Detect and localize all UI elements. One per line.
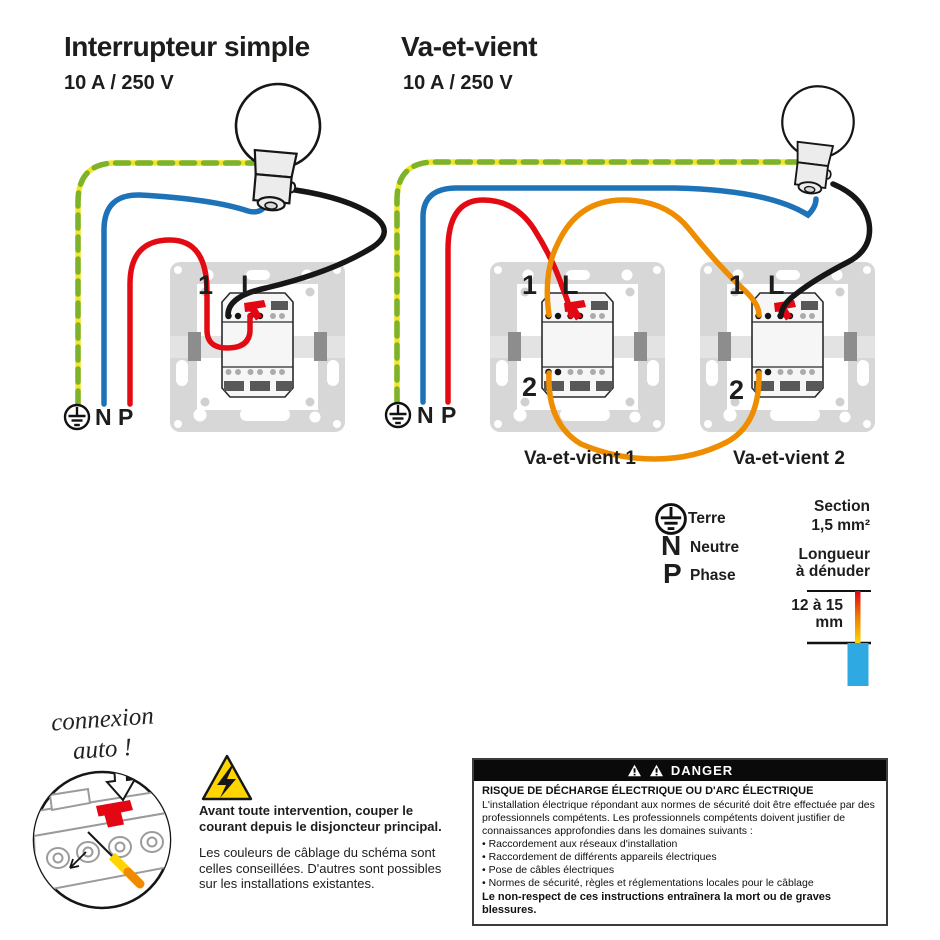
neutral-label-simple: N xyxy=(95,404,112,430)
notice-wire-colors: Les couleurs de câblage du schéma sont c… xyxy=(199,845,442,892)
danger-body: RISQUE DE DÉCHARGE ÉLECTRIQUE OU D'ARC É… xyxy=(474,781,886,924)
danger-triangle-icon xyxy=(627,764,641,777)
wires-vav xyxy=(394,159,873,462)
danger-header-label: DANGER xyxy=(670,763,734,778)
rating-simple: 10 A / 250 V xyxy=(64,72,174,94)
earth-symbol-simple xyxy=(63,403,91,431)
caption-vav2: Va-et-vient 2 xyxy=(733,448,845,469)
legend-n: N xyxy=(661,530,682,561)
shuttle-wire-2 xyxy=(546,370,762,462)
terminal-label-1-vav2: 1 xyxy=(729,270,745,300)
push-arrow xyxy=(104,772,137,802)
earth-wire-vav-stripes xyxy=(394,159,801,405)
terminal-label-1-vav1: 1 xyxy=(522,270,538,300)
shuttle-wire-1 xyxy=(544,197,762,318)
legend-neutre: Neutre xyxy=(690,539,740,556)
terminal-label-1-simple: 1 xyxy=(198,270,214,300)
legend-p: P xyxy=(663,558,682,589)
phase-label-vav: P xyxy=(441,402,457,428)
legend-denuder-1: Longueur xyxy=(798,546,870,563)
danger-bullet-list: Raccordement aux réseaux d'installation … xyxy=(482,838,878,890)
terminal-label-l-vav1: L xyxy=(562,270,579,300)
danger-bullet: Pose de câbles électriques xyxy=(482,864,878,877)
legend-strip-length-1: 12 à 15 xyxy=(791,597,843,614)
earth-wire-simple-stripes xyxy=(75,160,257,407)
legend-strip-length-2: mm xyxy=(815,614,843,631)
danger-box: DANGER RISQUE DE DÉCHARGE ÉLECTRIQUE OU … xyxy=(472,758,888,926)
title-vav: Va-et-vient xyxy=(401,31,538,62)
phase-label-simple: P xyxy=(118,404,134,430)
title-simple: Interrupteur simple xyxy=(64,31,310,62)
danger-header: DANGER xyxy=(474,760,886,781)
terminal-label-2-vav2: 2 xyxy=(729,375,745,405)
phase-wire-vav xyxy=(445,197,574,405)
insulated-wire xyxy=(847,643,869,686)
terminal-label-l-simple: L xyxy=(241,270,258,300)
neutral-wire-simple xyxy=(101,192,270,407)
notice-cut-power: Avant toute intervention, couper le cour… xyxy=(199,803,442,834)
light-bulb-vav xyxy=(772,81,859,199)
warning-triangle-icon xyxy=(201,754,253,801)
neutral-wire-vav xyxy=(420,185,819,405)
legend-denuder-2: à dénuder xyxy=(795,563,870,580)
auto-connection-figure xyxy=(32,770,172,910)
danger-bullet: Raccordement aux réseaux d'installation xyxy=(482,838,878,851)
danger-footer: Le non-respect de ces instructions entra… xyxy=(482,890,832,917)
strip-length-figure xyxy=(807,590,871,686)
earth-symbol-vav xyxy=(384,401,412,429)
legend-section-2: 1,5 mm² xyxy=(811,517,870,534)
screwdriver xyxy=(123,867,145,889)
danger-triangle-icon xyxy=(649,764,663,777)
neutral-label-vav: N xyxy=(417,402,434,428)
danger-bullet: Raccordement de différents appareils éle… xyxy=(482,851,878,864)
phase-wire-simple xyxy=(127,237,253,407)
danger-title: RISQUE DE DÉCHARGE ÉLECTRIQUE OU D'ARC É… xyxy=(482,785,814,797)
legend-phase: Phase xyxy=(690,567,736,584)
switch-vav2 xyxy=(699,261,876,433)
lamp-wire-vav xyxy=(778,181,873,319)
red-clamp xyxy=(96,800,133,828)
legend-section-1: Section xyxy=(814,498,870,515)
danger-intro: L'installation électrique répondant aux … xyxy=(482,798,875,837)
danger-bullet: Normes de sécurité, règles et réglementa… xyxy=(482,877,878,890)
terminal-label-l-vav2: L xyxy=(768,270,785,300)
rating-vav: 10 A / 250 V xyxy=(403,72,513,94)
bare-conductor xyxy=(855,591,861,643)
legend-terre: Terre xyxy=(688,510,726,527)
terminal-label-2-vav1: 2 xyxy=(522,372,538,402)
wires-simple xyxy=(75,160,387,407)
lamp-wire-simple xyxy=(225,187,387,318)
caption-vav1: Va-et-vient 1 xyxy=(524,448,636,469)
